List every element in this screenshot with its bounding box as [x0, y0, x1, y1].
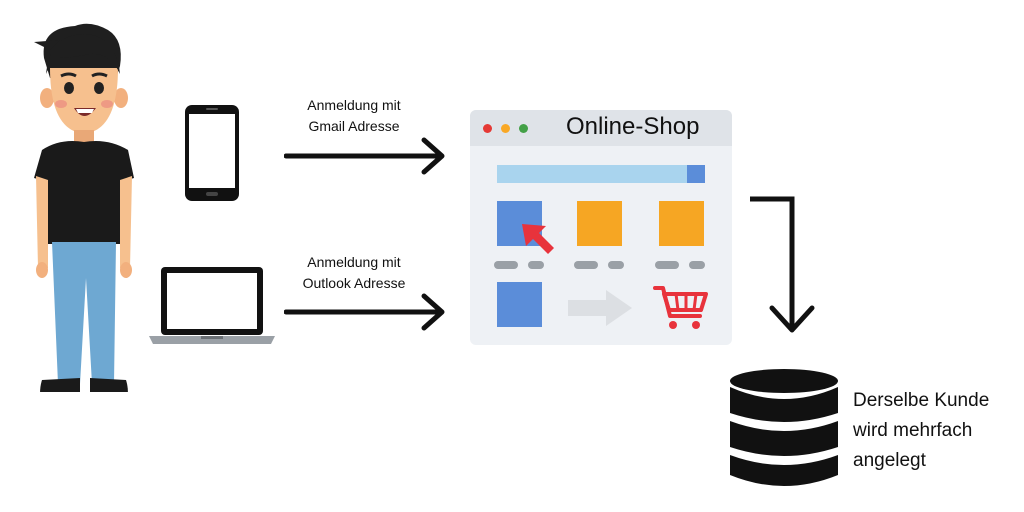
text-placeholder — [608, 261, 624, 269]
arrow-down-icon — [750, 196, 815, 333]
browser-titlebar — [470, 110, 732, 146]
close-dot-icon — [483, 124, 492, 133]
gmail-label-line-1: Anmeldung mit — [307, 97, 401, 113]
shopping-cart-icon — [653, 286, 708, 329]
gmail-label-line-2: Gmail Adresse — [308, 118, 400, 134]
text-placeholder — [574, 261, 598, 269]
smartphone-icon — [185, 105, 239, 201]
text-placeholder — [655, 261, 679, 269]
person-illustration — [34, 23, 134, 395]
minimize-dot-icon — [501, 124, 510, 133]
laptop-icon — [149, 267, 275, 344]
database-icon — [730, 369, 838, 486]
database-caption-line-3: angelegt — [853, 450, 926, 471]
arrow-right-icon — [284, 137, 445, 175]
browser-window — [470, 110, 732, 345]
text-placeholder — [494, 261, 518, 269]
checkout-arrow-icon — [568, 290, 632, 326]
cursor-icon — [522, 224, 554, 254]
arrow-right-icon — [284, 293, 445, 331]
product-tile — [497, 282, 542, 327]
outlook-login-label: Anmeldung mit Outlook Adresse — [283, 252, 425, 294]
database-caption-line-1: Derselbe Kunde — [853, 390, 990, 411]
shop-title: Online-Shop — [566, 113, 700, 140]
text-placeholder — [528, 261, 544, 269]
address-bar — [497, 165, 687, 183]
maximize-dot-icon — [519, 124, 528, 133]
product-tile — [659, 201, 704, 246]
outlook-label-line-1: Anmeldung mit — [307, 254, 401, 270]
outlook-label-line-2: Outlook Adresse — [302, 275, 406, 291]
database-caption: Derselbe Kunde wird mehrfach angelegt — [853, 386, 989, 476]
address-bar-button — [687, 165, 705, 183]
product-tile — [577, 201, 622, 246]
gmail-login-label: Anmeldung mit Gmail Adresse — [289, 95, 419, 137]
database-caption-line-2: wird mehrfach — [853, 420, 973, 441]
text-placeholder — [689, 261, 705, 269]
